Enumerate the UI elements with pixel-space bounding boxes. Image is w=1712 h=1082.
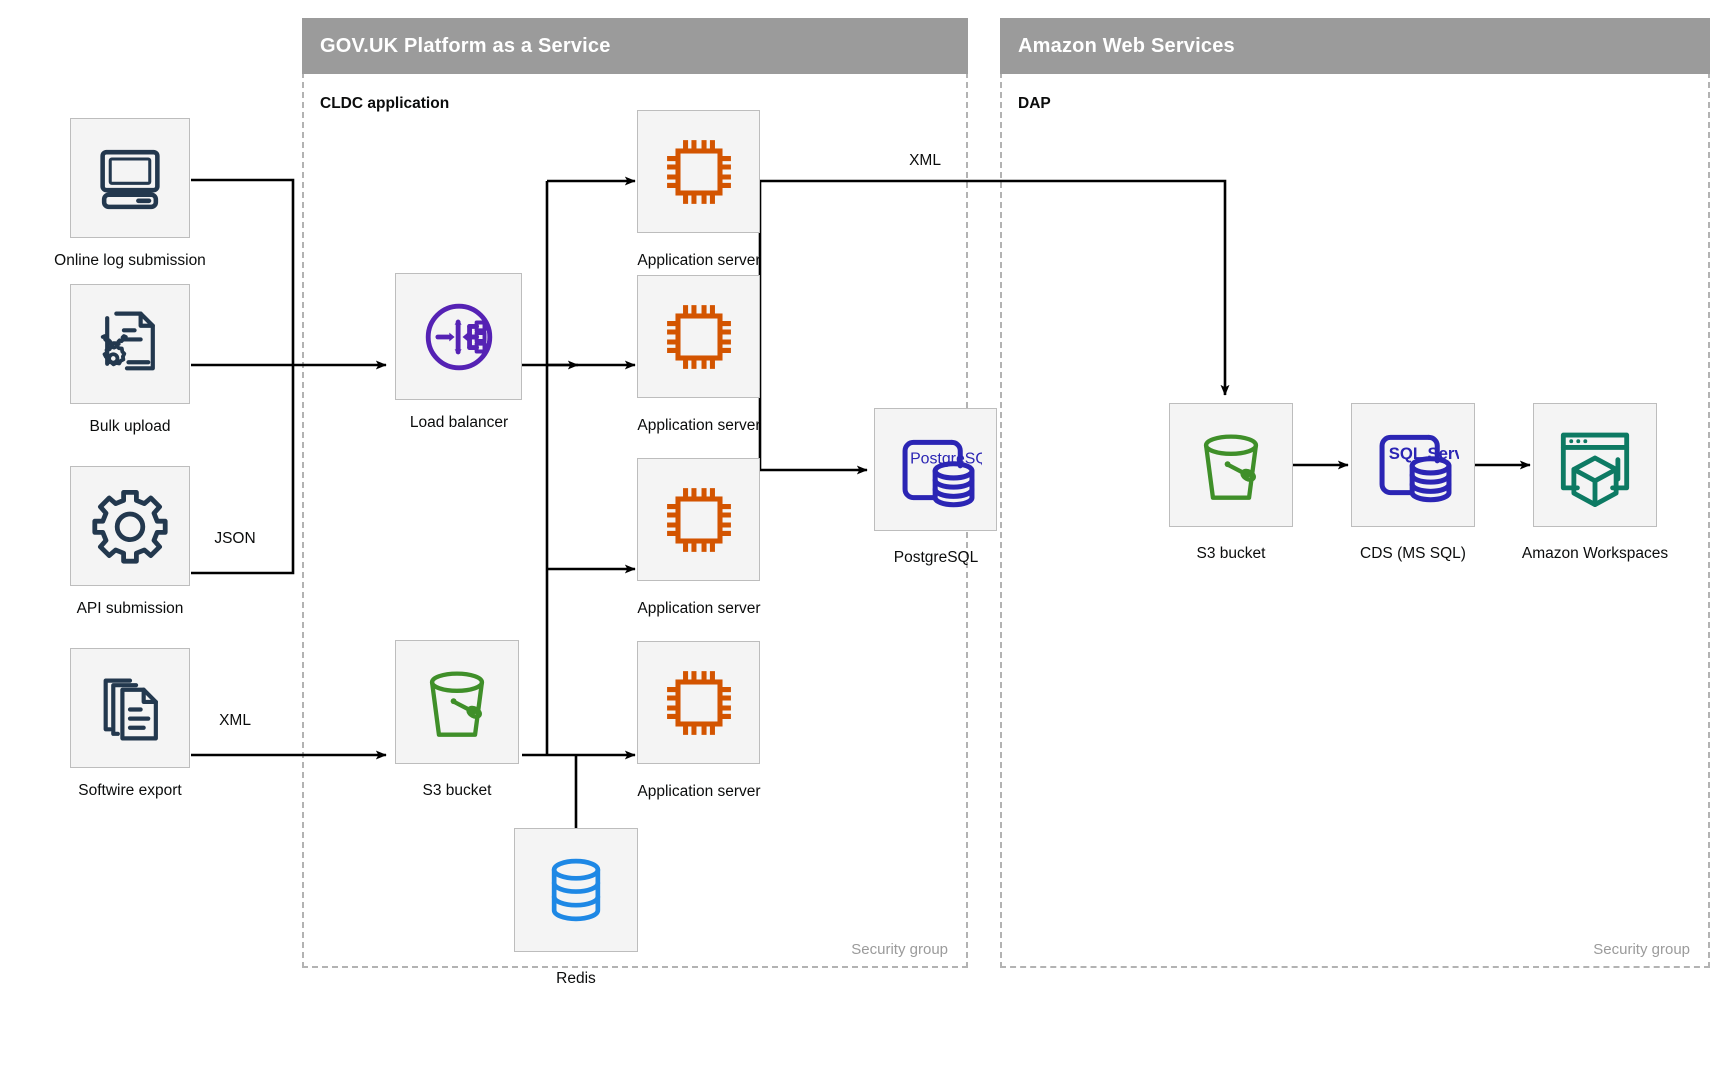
paas-group-title: GOV.UK Platform as a Service (320, 34, 611, 57)
s3-bucket-icon (429, 671, 485, 737)
label-amazon-workspaces: Amazon Workspaces (1521, 545, 1669, 562)
label-application-server-3: Application server (637, 600, 761, 617)
node-s3-bucket-paas[interactable] (395, 640, 519, 764)
paas-group-subtitle: CLDC application (320, 95, 450, 112)
node-application-server-3[interactable] (637, 458, 760, 581)
label-bulk-upload: Bulk upload (89, 418, 171, 435)
amazon-workspaces-icon (1560, 432, 1630, 508)
load-balancer-icon (425, 303, 492, 370)
cpu-chip-icon (666, 487, 731, 552)
node-application-server-1[interactable] (637, 110, 760, 233)
node-application-server-2[interactable] (637, 275, 760, 398)
edge-label-xml-softwire: XML (219, 712, 251, 729)
node-bulk-upload[interactable] (70, 284, 190, 404)
label-online-log-submission: Online log submission (54, 252, 206, 269)
node-softwire-export[interactable] (70, 648, 190, 768)
label-application-server-4: Application server (637, 783, 761, 800)
node-application-server-4[interactable] (637, 641, 760, 764)
cpu-chip-icon (666, 304, 731, 369)
node-api-submission[interactable] (70, 466, 190, 586)
label-application-server-1: Application server (637, 252, 761, 269)
label-load-balancer: Load balancer (409, 414, 509, 431)
label-postgresql: PostgreSQL (893, 549, 979, 566)
s3-bucket-icon (1203, 434, 1259, 500)
node-amazon-workspaces[interactable] (1533, 403, 1657, 527)
paas-security-group-label: Security group (851, 941, 948, 958)
label-cds-ms-sql: CDS (MS SQL) (1360, 545, 1466, 562)
label-redis: Redis (556, 970, 596, 987)
label-application-server-2: Application server (637, 417, 761, 434)
aws-group-title: Amazon Web Services (1018, 34, 1235, 57)
cpu-chip-icon (666, 139, 731, 204)
desktop-computer-icon (100, 149, 160, 210)
gear-icon (92, 490, 168, 564)
aws-security-group-label: Security group (1593, 941, 1690, 958)
node-s3-bucket-aws[interactable] (1169, 403, 1293, 527)
edge-label-xml-export: XML (909, 152, 941, 169)
label-api-submission: API submission (76, 600, 184, 617)
paas-group-header: GOV.UK Platform as a Service (302, 18, 968, 74)
node-postgresql[interactable]: PostgreSQL (874, 408, 997, 531)
documents-stack-icon (103, 678, 158, 741)
node-online-log-submission[interactable] (70, 118, 190, 238)
sqlserver-database-icon: SQL Server (1379, 434, 1459, 503)
label-s3-bucket-paas: S3 bucket (422, 782, 492, 799)
label-softwire-export: Softwire export (78, 782, 182, 799)
aws-security-group-box (1000, 72, 1710, 968)
postgresql-database-icon: PostgreSQL (902, 439, 982, 507)
node-redis[interactable] (514, 828, 638, 952)
cpu-chip-icon (666, 670, 731, 735)
document-gear-icon (100, 311, 155, 371)
aws-group-subtitle: DAP (1018, 95, 1051, 112)
node-cds-ms-sql[interactable]: SQL Server (1351, 403, 1475, 527)
redis-database-icon (551, 858, 601, 922)
label-s3-bucket-aws: S3 bucket (1196, 545, 1266, 562)
aws-group-header: Amazon Web Services (1000, 18, 1710, 74)
node-load-balancer[interactable] (395, 273, 522, 400)
edge-label-json: JSON (214, 530, 256, 547)
